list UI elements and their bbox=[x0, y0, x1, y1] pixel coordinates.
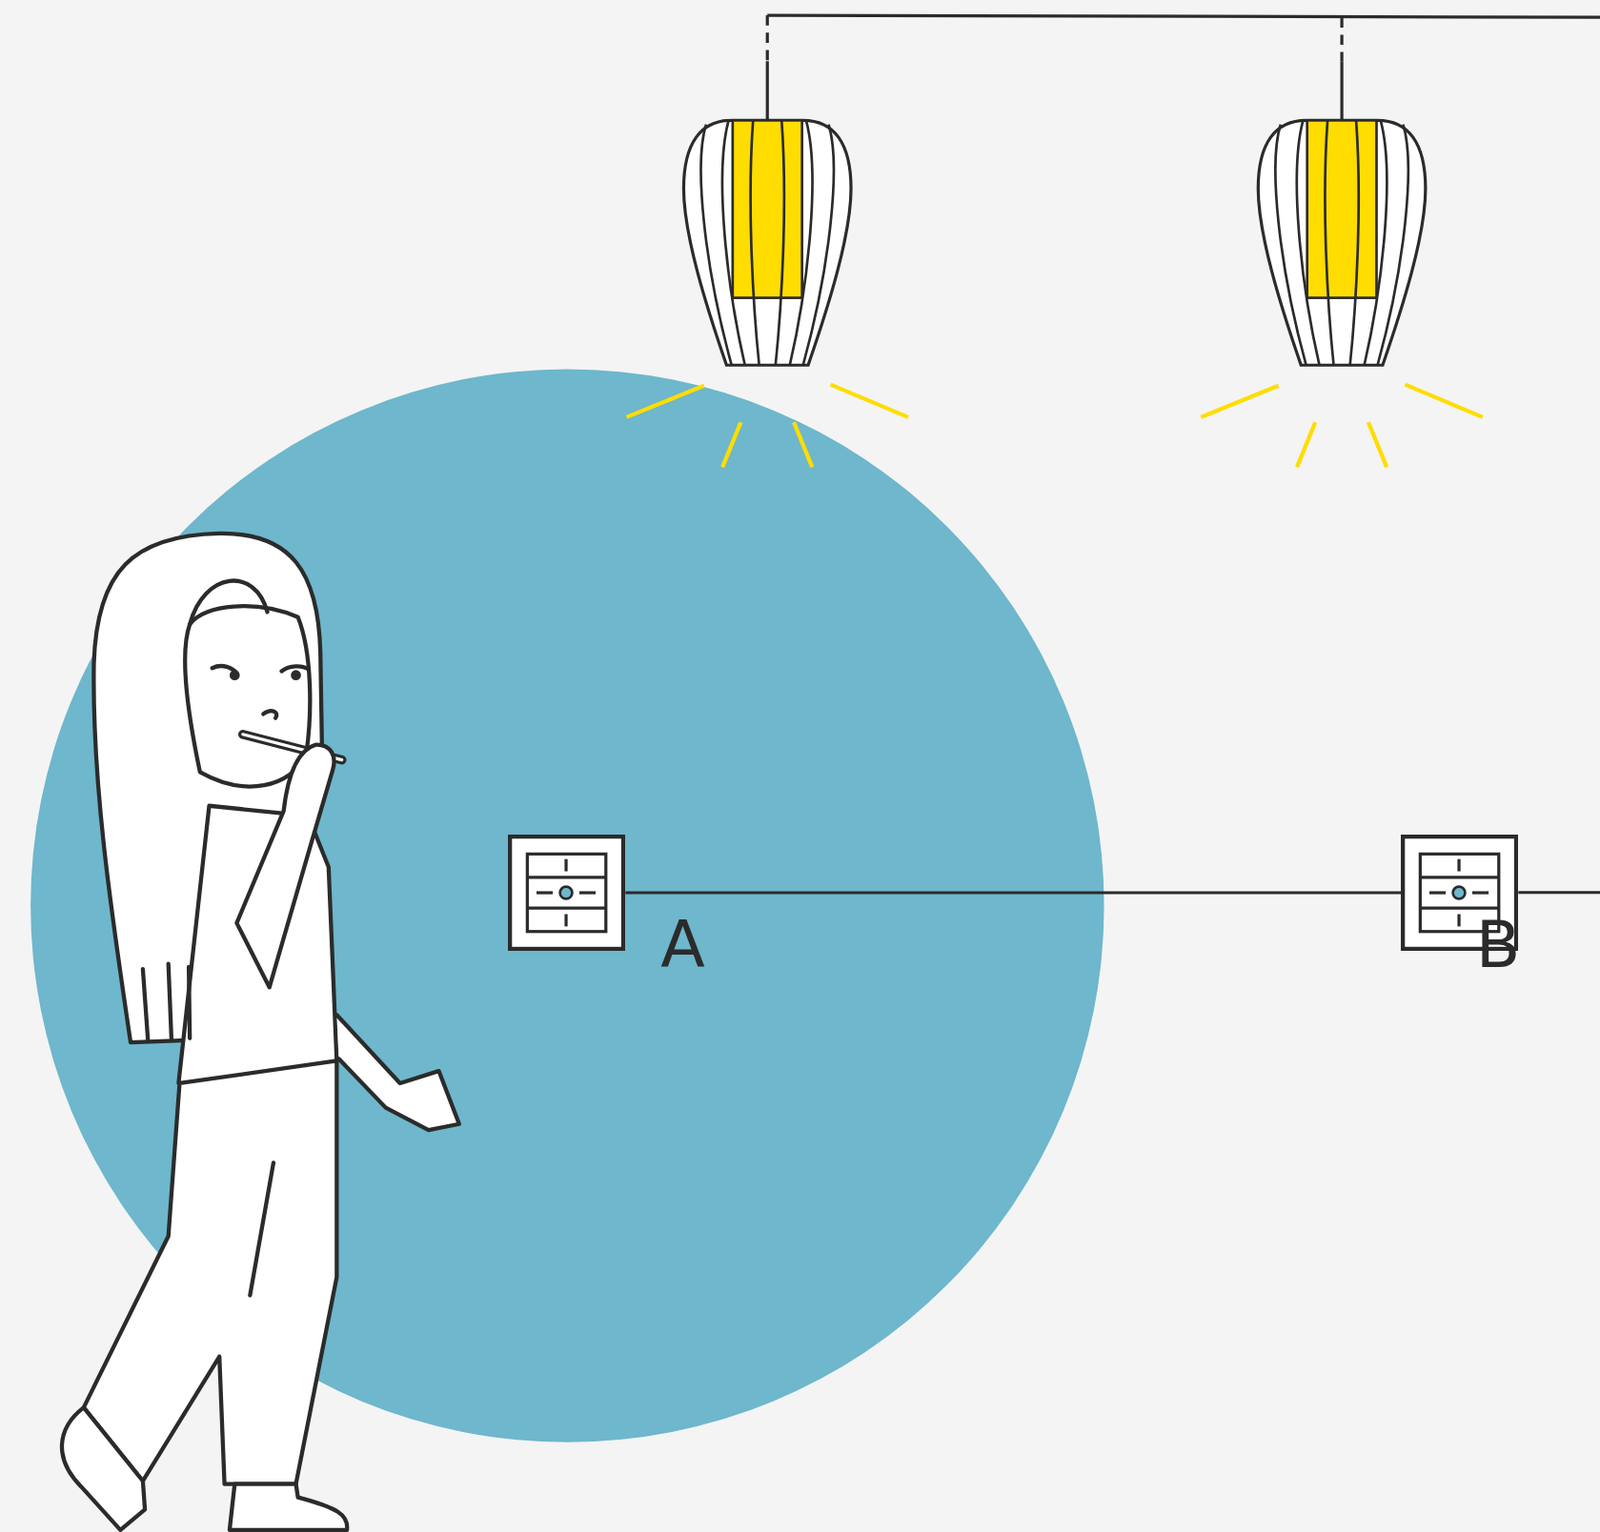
switch-symbol bbox=[507, 834, 626, 952]
pendant-lamp bbox=[626, 120, 909, 467]
switch-wire bbox=[625, 891, 1401, 894]
switch-wire bbox=[1518, 891, 1600, 894]
person bbox=[61, 533, 460, 1531]
light-switch: A bbox=[507, 834, 626, 952]
light-switch: B bbox=[1400, 834, 1519, 952]
ceiling-wire bbox=[767, 15, 1600, 121]
switch-label: B bbox=[1476, 912, 1594, 978]
switch-label: A bbox=[660, 912, 778, 978]
